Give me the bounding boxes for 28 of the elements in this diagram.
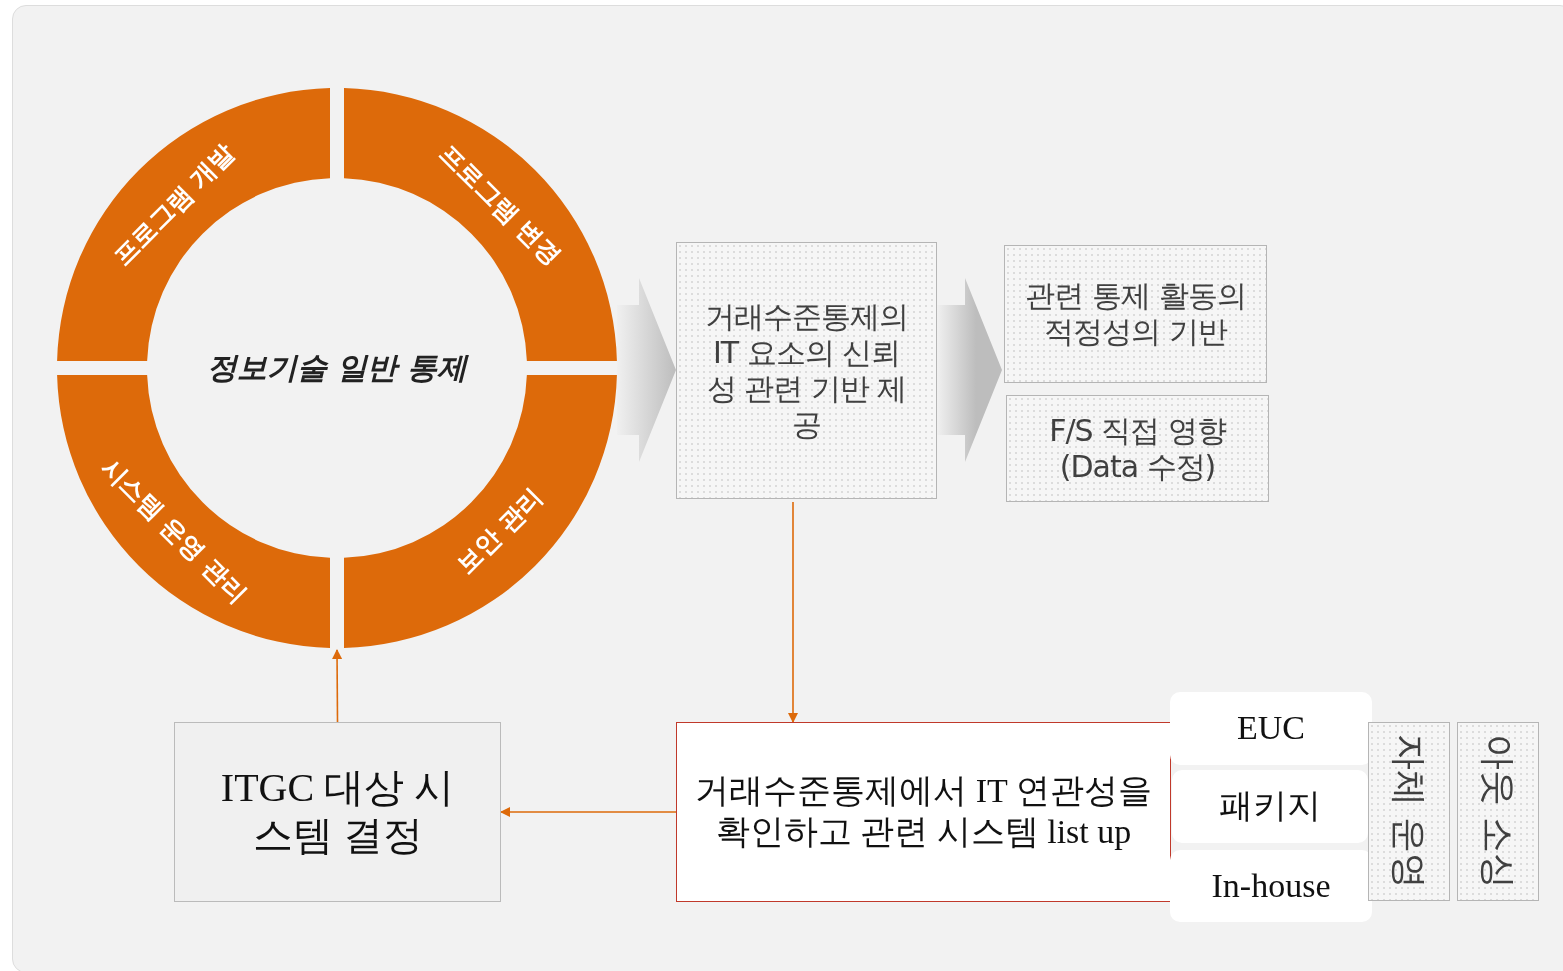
block-arrow (937, 278, 1002, 462)
box-text: 거래수준통제에서 IT 연관성을 확인하고 관련 시스템 list up (694, 771, 1153, 852)
ring (57, 88, 617, 648)
box-text: EUC (1237, 708, 1305, 749)
box-text: ITGC 대상 시스템 결정 (220, 764, 455, 860)
process-box (676, 722, 1171, 902)
arrow (788, 501, 798, 723)
box-text: 자체 운영 (1387, 733, 1431, 890)
box-text: F/S 직접 영향 (Data 수정) (1048, 412, 1228, 485)
category-box (1172, 770, 1368, 843)
box-text: 패키지 (1219, 786, 1321, 827)
process-box (174, 722, 501, 902)
category-box (1170, 850, 1372, 922)
box-text: 아웃 소싱 (1476, 733, 1520, 890)
segment-label: 보안 관리 (450, 481, 550, 581)
box-text: 거래수준통제의 IT 요소의 신뢰성 관련 기반 제공 (704, 298, 909, 443)
center-title: 정보기술 일반 통제 (206, 350, 468, 386)
text-box (1368, 722, 1450, 901)
arrow (332, 649, 343, 723)
text-box (676, 242, 937, 499)
arrow (500, 807, 677, 817)
text-box (1004, 245, 1267, 383)
box-text: 관련 통제 활동의 적정성의 기반 (1024, 278, 1247, 350)
box-text: In-house (1211, 865, 1331, 906)
text-box (1457, 722, 1539, 901)
text-box (1006, 395, 1269, 502)
category-box (1170, 692, 1372, 765)
block-arrow (617, 278, 676, 462)
